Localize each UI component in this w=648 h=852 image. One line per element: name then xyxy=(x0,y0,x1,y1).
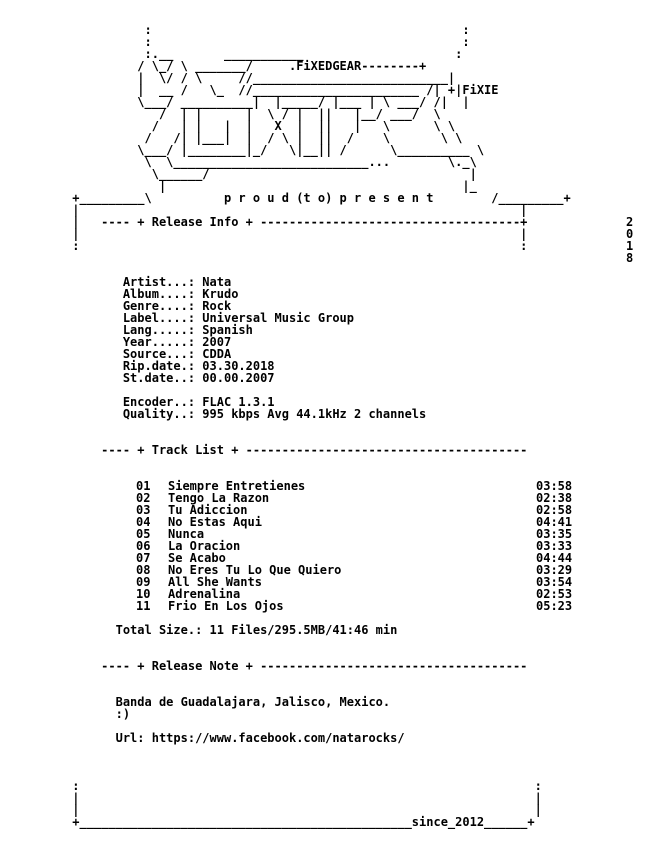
ascii-art-line: | ---- + Release Info + ----------------… xyxy=(0,215,528,229)
release-info-line: Quality..: 995 kbps Avg 44.1kHz 2 channe… xyxy=(0,407,427,421)
release-info-line: St.date..: 00.00.2007 xyxy=(0,371,275,385)
footer-line: | | xyxy=(0,791,542,805)
release-info-line: Encoder..: FLAC 1.3.1 xyxy=(0,395,275,409)
release-note-line: Url: https://www.facebook.com/natarocks/ xyxy=(0,731,405,745)
ascii-art-line: +_________\ p r o u d (t o) p r e s e n … xyxy=(0,191,571,205)
track-time: 03:58 xyxy=(536,479,573,493)
track-number: 10 xyxy=(136,587,151,601)
ascii-art-line: :.__ ___________ : xyxy=(0,47,463,61)
ascii-art-line: \___/ |________|_/ \|__|| / \__________ … xyxy=(0,143,485,157)
track-title: Adrenalina xyxy=(168,587,241,601)
track-time: 03:29 xyxy=(536,563,573,577)
track-time: 02:58 xyxy=(536,503,573,517)
release-info-block: Artist...: Nata Album....: Krudo Genre..… xyxy=(0,276,426,420)
track-time: 02:53 xyxy=(536,587,573,601)
track-number: 03 xyxy=(136,503,151,517)
track-title: All She Wants xyxy=(168,575,262,589)
track-list-header: ---- + Track List + --------------------… xyxy=(0,443,528,457)
release-note-line: :) xyxy=(0,707,131,721)
release-info-line: Rip.date.: 03.30.2018 xyxy=(0,359,275,373)
ascii-art-line: \______/ | xyxy=(0,167,477,181)
side-year-digit: 1 xyxy=(626,239,634,253)
release-info-line: Label....: Universal Music Group xyxy=(0,311,355,325)
track-time: 03:35 xyxy=(536,527,573,541)
release-info-line: Genre....: Rock xyxy=(0,299,232,313)
track-number: 06 xyxy=(136,539,151,553)
ascii-art-line: | | xyxy=(0,203,528,217)
release-info-line: Album....: Krudo xyxy=(0,287,239,301)
track-title: Siempre Entretienes xyxy=(168,479,306,493)
track-time: 04:41 xyxy=(536,515,573,529)
track-number: 04 xyxy=(136,515,151,529)
ascii-art-line: / | | | \ / | || |__/ ___/ \ xyxy=(0,107,441,121)
track-number: 09 xyxy=(136,575,151,589)
track-title: Se Acabo xyxy=(168,551,226,565)
ascii-art-line: : : xyxy=(0,239,528,253)
footer-line: : : xyxy=(0,779,542,793)
ascii-art-line: | __ / \_ //_______________________ /| +… xyxy=(0,83,499,97)
footer-line: +_______________________________________… xyxy=(0,815,535,829)
track-number: 02 xyxy=(136,491,151,505)
side-year-digit: 8 xyxy=(626,251,634,265)
track-number: 01 xyxy=(136,479,151,493)
track-time: 05:23 xyxy=(536,599,573,613)
ascii-art-line: : : xyxy=(0,23,470,37)
ascii-art-line: \___/ __________| |_____/ |___ | \ ___/ … xyxy=(0,95,470,109)
release-note-line: Banda de Guadalajara, Jalisco, Mexico. xyxy=(0,695,391,709)
track-title: No Estas Aqui xyxy=(168,515,262,529)
ascii-art-line: / /| |___| | / \ | || / \ \ \ xyxy=(0,131,463,145)
ascii-art-header: : : : : :.__ ___________ : / \_/ \ xyxy=(0,24,648,252)
release-info-line: Artist...: Nata xyxy=(0,275,232,289)
footer-frame: : : | | | xyxy=(0,780,542,828)
track-time: 02:38 xyxy=(536,491,573,505)
side-year-digit: 2 xyxy=(626,215,634,229)
track-title: La Oracion xyxy=(168,539,241,553)
ascii-art-line: / | | | | X | || | \ \ \ xyxy=(0,119,456,133)
ascii-art-line: / \_/ \ _______/ .FiXEDGEAR--------+ xyxy=(0,59,427,73)
track-number: 05 xyxy=(136,527,151,541)
release-info-line: Source...: CDDA xyxy=(0,347,232,361)
track-title: Nunca xyxy=(168,527,205,541)
ascii-art-line: \ \___________________________... \._\ xyxy=(0,155,477,169)
track-time: 03:54 xyxy=(536,575,573,589)
release-info-line: Year.....: 2007 xyxy=(0,335,232,349)
total-size: Total Size.: 11 Files/295.5MB/41:46 min xyxy=(0,623,398,637)
track-number: 11 xyxy=(136,599,151,613)
footer-line: | | xyxy=(0,803,542,817)
release-note-block: Banda de Guadalajara, Jalisco, Mexico. :… xyxy=(0,696,405,744)
ascii-art-line: | | xyxy=(0,227,528,241)
track-title: Tu Adiccion xyxy=(168,503,248,517)
track-number: 08 xyxy=(136,563,151,577)
track-title: No Eres Tu Lo Que Quiero xyxy=(168,563,342,577)
track-time: 04:44 xyxy=(536,551,573,565)
ascii-art-line: | |_ xyxy=(0,179,477,193)
release-info-line: Lang.....: Spanish xyxy=(0,323,253,337)
track-title: Tengo La Razon xyxy=(168,491,270,505)
track-time: 03:33 xyxy=(536,539,573,553)
side-year-digit: 0 xyxy=(626,227,634,241)
track-number: 07 xyxy=(136,551,151,565)
ascii-art-line: | \/ / \ //___________________________| xyxy=(0,71,456,85)
ascii-art-line: : : xyxy=(0,35,470,49)
track-title: Frio En Los Ojos xyxy=(168,599,284,613)
release-note-header: ---- + Release Note + ------------------… xyxy=(0,659,528,673)
